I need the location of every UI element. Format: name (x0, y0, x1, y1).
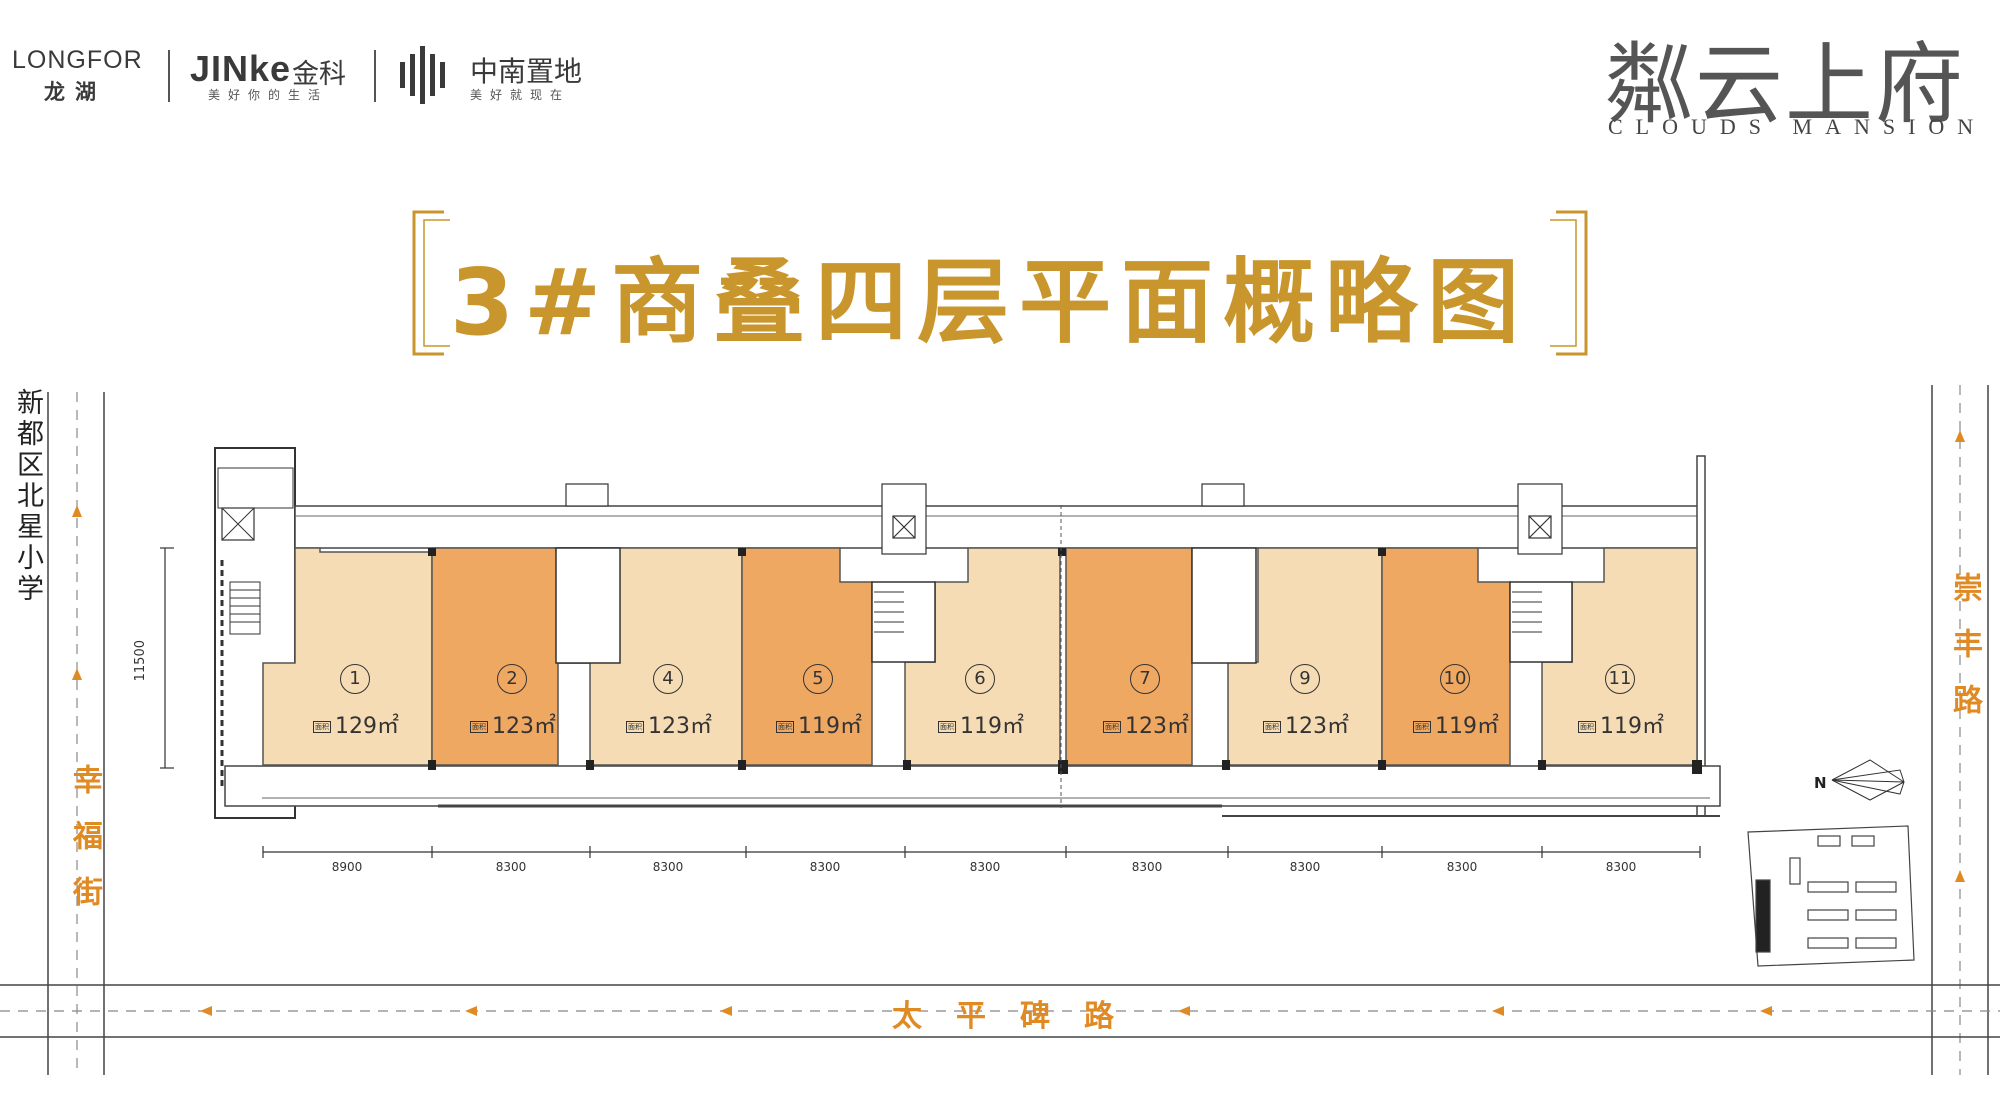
bay-width-label: 8300 (1605, 860, 1637, 874)
unit-area: 面积 119㎡ (1578, 708, 1664, 740)
area-tag: 面积 (938, 721, 956, 733)
road-label-left: 幸福街 (67, 764, 102, 932)
unit-number: 5 (803, 664, 833, 694)
area-tag: 面积 (626, 721, 644, 733)
area-tag: 面积 (1263, 721, 1281, 733)
depth-dimension-label: 11500 (133, 640, 148, 682)
unit-area: 面积 119㎡ (1413, 708, 1499, 740)
zhongnan-logo-mark (400, 46, 445, 104)
bay-width-label: 8300 (1289, 860, 1321, 874)
zhongnan-slogan: 美好就现在 (470, 88, 571, 102)
unit-number: 11 (1605, 664, 1635, 694)
project-name-cn: 粼云上府 (1605, 33, 1966, 136)
jinke-logo-en: JINke (190, 48, 292, 89)
logo-divider (374, 50, 376, 102)
page-title: 3#商叠四层平面概略图 (450, 249, 1530, 356)
logo-divider (168, 50, 170, 102)
area-tag: 面积 (1413, 721, 1431, 733)
bay-width-label: 8300 (1446, 860, 1478, 874)
jinke-logo-cn: 金科 (292, 59, 346, 89)
area-value: 123㎡ (492, 714, 556, 739)
unit-area: 面积 123㎡ (1263, 708, 1349, 740)
longfor-logo-en: LONGFOR (12, 46, 143, 74)
project-name-en: CLOUDS MANSION (1608, 114, 1987, 139)
area-tag: 面积 (776, 721, 794, 733)
area-value: 123㎡ (648, 714, 712, 739)
area-value: 123㎡ (1125, 714, 1189, 739)
unit-number: 7 (1130, 664, 1160, 694)
unit-area: 面积 123㎡ (626, 708, 712, 740)
road-label-right: 崇丰路 (1947, 572, 1982, 740)
unit-number: 2 (497, 664, 527, 694)
area-value: 129㎡ (335, 714, 399, 739)
unit-number: 10 (1440, 664, 1470, 694)
longfor-logo-cn: 龙湖 (44, 81, 106, 104)
area-value: 119㎡ (960, 714, 1024, 739)
area-tag: 面积 (313, 721, 331, 733)
bay-width-label: 8300 (652, 860, 684, 874)
zhongnan-logo-cn: 中南置地 (470, 56, 583, 87)
bay-width-label: 8900 (331, 860, 363, 874)
bay-width-label: 8300 (1131, 860, 1163, 874)
area-value: 119㎡ (1435, 714, 1499, 739)
area-value: 123㎡ (1285, 714, 1349, 739)
area-tag: 面积 (470, 721, 488, 733)
unit-number: 9 (1290, 664, 1320, 694)
road-label-bottom: 太平碑路 (892, 999, 1148, 1034)
unit-area: 面积 129㎡ (313, 708, 399, 740)
bay-width-label: 8300 (969, 860, 1001, 874)
school-label: 新都区北星小学 (12, 388, 43, 605)
unit-area: 面积 119㎡ (776, 708, 862, 740)
unit-number: 6 (965, 664, 995, 694)
bay-width-label: 8300 (809, 860, 841, 874)
north-label: N (1814, 774, 1827, 792)
area-tag: 面积 (1103, 721, 1121, 733)
area-tag: 面积 (1578, 721, 1596, 733)
unit-area: 面积 123㎡ (1103, 708, 1189, 740)
unit-area: 面积 123㎡ (470, 708, 556, 740)
unit-area: 面积 119㎡ (938, 708, 1024, 740)
unit-number: 1 (340, 664, 370, 694)
bay-width-label: 8300 (495, 860, 527, 874)
area-value: 119㎡ (1600, 714, 1664, 739)
title-brackets (412, 210, 1588, 356)
jinke-slogan: 美好你的生活 (208, 88, 329, 102)
unit-number: 4 (653, 664, 683, 694)
area-value: 119㎡ (798, 714, 862, 739)
